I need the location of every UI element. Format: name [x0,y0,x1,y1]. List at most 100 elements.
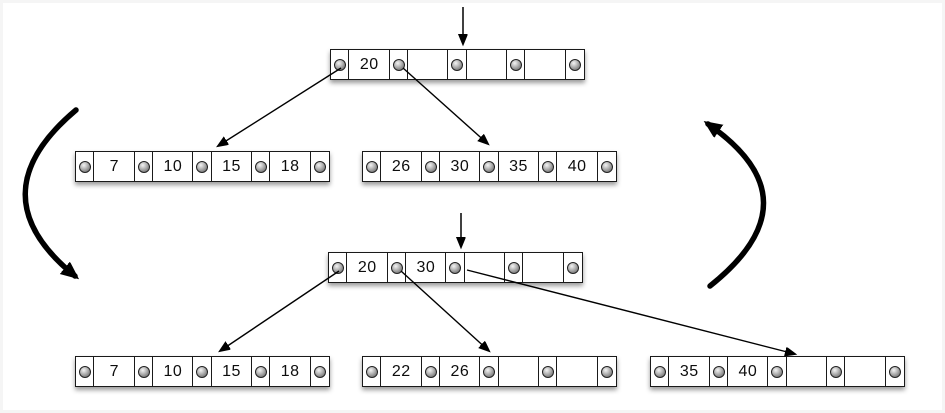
pointer-dot-icon [888,365,901,378]
pointer-dot-icon [771,365,784,378]
key-cell: 18 [269,356,312,387]
key-cell [556,356,599,387]
pointer-slot-icon [708,356,729,387]
pointer-slot-icon [133,356,154,387]
pointer-slot-icon [564,49,585,80]
pointer-slot-icon [250,151,271,182]
pointer-dot-icon [541,365,554,378]
key-cell [844,356,887,387]
key-cell: 30 [438,151,481,182]
key-cell [463,252,506,283]
key-cell: 18 [269,151,312,182]
pointer-slot-icon [596,151,617,182]
key-cell: 10 [151,151,194,182]
pointer-slot-icon [420,356,441,387]
pointer-dot-icon [712,365,725,378]
pointer-dot-icon [390,261,403,274]
pointer-slot-icon [362,356,382,387]
pointer-slot-icon [479,151,500,182]
pointer-slot-icon [537,151,558,182]
pointer-slot-icon [309,356,330,387]
node-top-root: 20 [330,49,585,80]
pointer-slot-icon [75,356,95,387]
pointer-dot-icon [254,365,267,378]
key-cell: 35 [668,356,711,387]
pointer-dot-icon [392,58,405,71]
pointer-slot-icon [309,151,330,182]
pointer-slot-icon [479,356,500,387]
pointer-slot-icon [445,252,466,283]
key-cell: 26 [380,151,423,182]
pointer-slot-icon [75,151,95,182]
node-top-left-child: 7 10 15 18 [75,151,330,182]
pointer-dot-icon [424,365,437,378]
pointer-slot-icon [767,356,788,387]
pointer-slot-icon [596,356,617,387]
pointer-dot-icon [600,160,613,173]
pointer-slot-icon [362,151,382,182]
pointer-slot-icon [503,252,524,283]
pointer-slot-icon [884,356,905,387]
pointer-dot-icon [829,365,842,378]
pointer-dot-icon [483,160,496,173]
key-cell [785,356,828,387]
key-cell: 7 [93,356,136,387]
pointer-slot-icon [420,151,441,182]
pointer-dot-icon [334,58,346,71]
pointer-dot-icon [451,58,464,71]
pointer-slot-icon [505,49,526,80]
key-cell: 15 [210,151,253,182]
pointer-dot-icon [449,261,462,274]
key-cell: 10 [151,356,194,387]
key-cell [524,49,567,80]
pointer-slot-icon [330,49,350,80]
key-cell: 30 [404,252,447,283]
pointer-slot-icon [562,252,583,283]
pointer-slot-icon [250,356,271,387]
pointer-dot-icon [483,365,496,378]
pointer-dot-icon [313,160,326,173]
pointer-dot-icon [424,160,437,173]
pointer-slot-icon [386,252,407,283]
pointer-dot-icon [196,365,209,378]
cycle-arrow-left-down-icon [22,107,76,276]
pointer-dot-icon [196,160,209,173]
pointer-dot-icon [566,261,579,274]
key-cell: 15 [210,356,253,387]
pointer-dot-icon [366,160,378,173]
key-cell: 22 [380,356,423,387]
key-cell: 40 [726,356,769,387]
node-bottom-right-child: 35 40 [650,356,905,387]
pointer-dot-icon [541,160,554,173]
key-cell: 35 [497,151,540,182]
key-cell [522,252,565,283]
key-cell [406,49,449,80]
cycle-arrow-right-up-icon [708,124,767,289]
key-cell: 20 [346,252,389,283]
edge-top-root-to-top-left-icon [218,67,342,146]
pointer-slot-icon [825,356,846,387]
pointer-slot-icon [537,356,558,387]
pointer-slot-icon [328,252,348,283]
pointer-dot-icon [332,261,344,274]
pointer-dot-icon [366,365,378,378]
pointer-slot-icon [388,49,409,80]
pointer-slot-icon [192,151,213,182]
pointer-dot-icon [79,365,91,378]
pointer-slot-icon [650,356,670,387]
key-cell [465,49,508,80]
pointer-slot-icon [447,49,468,80]
pointer-dot-icon [509,58,522,71]
edge-bottom-root-to-bottom-middle-icon [400,270,489,351]
pointer-dot-icon [600,365,613,378]
pointer-dot-icon [313,365,326,378]
key-cell [497,356,540,387]
pointer-dot-icon [137,365,150,378]
pointer-slot-icon [133,151,154,182]
pointer-dot-icon [79,160,91,173]
key-cell: 7 [93,151,136,182]
edge-bottom-root-to-bottom-left-icon [220,270,340,351]
